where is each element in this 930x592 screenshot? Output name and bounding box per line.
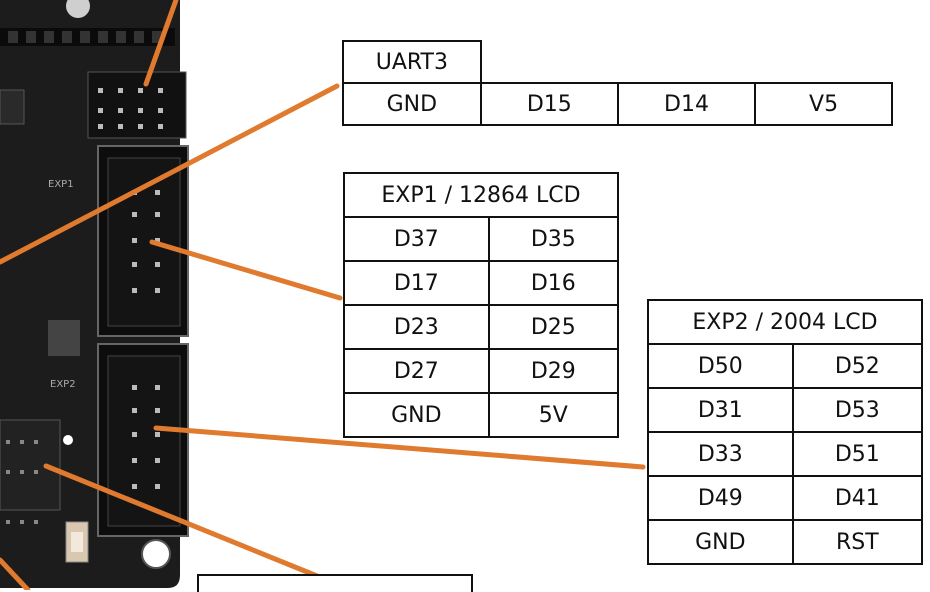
i2c-pin-table	[197, 574, 473, 592]
uart3-pin-cell: GND	[342, 82, 482, 126]
exp1-pin-cell: GND	[343, 392, 490, 438]
exp1-pin-table: EXP1 / 12864 LCD D37 D35 D17 D16 D23 D25…	[343, 172, 620, 438]
exp1-pin-cell: D27	[343, 348, 490, 394]
exp1-silkscreen-label: EXP1	[48, 179, 74, 190]
table-row: D17 D16	[343, 260, 620, 306]
exp2-pin-cell: D31	[647, 387, 794, 433]
exp2-pin-cell: D51	[791, 431, 924, 477]
exp2-pin-table: EXP2 / 2004 LCD D50 D52 D31 D53 D33 D51 …	[647, 299, 924, 565]
controller-board-image: EXP1 EXP2	[0, 0, 190, 590]
exp1-pin-cell: D37	[343, 216, 490, 262]
i2c-title	[197, 574, 473, 592]
exp2-title: EXP2 / 2004 LCD	[647, 299, 923, 345]
table-row: GND D15 D14 V5	[342, 82, 893, 126]
table-row: D31 D53	[647, 387, 924, 433]
table-row: D23 D25	[343, 304, 620, 350]
table-row: D49 D41	[647, 475, 924, 521]
uart3-pin-cell: D15	[479, 82, 619, 126]
exp1-pin-cell: D16	[487, 260, 620, 306]
uart3-header-spacer	[755, 41, 892, 84]
exp2-pin-cell: D52	[791, 343, 924, 389]
uart3-title: UART3	[342, 40, 482, 84]
exp1-pin-cell: 5V	[487, 392, 620, 438]
exp2-pin-cell: D53	[791, 387, 924, 433]
uart3-pin-table: UART3 GND D15 D14 V5	[342, 40, 893, 126]
exp1-pin-cell: D29	[487, 348, 620, 394]
exp1-title: EXP1 / 12864 LCD	[343, 172, 619, 218]
exp1-pin-cell: D25	[487, 304, 620, 350]
exp1-pin-cell: D23	[343, 304, 490, 350]
table-row: D50 D52	[647, 343, 924, 389]
table-row: GND RST	[647, 519, 924, 565]
exp2-pin-cell: GND	[647, 519, 794, 565]
table-row: D27 D29	[343, 348, 620, 394]
exp1-pin-cell: D17	[343, 260, 490, 306]
table-row: D33 D51	[647, 431, 924, 477]
exp2-pin-cell: D50	[647, 343, 794, 389]
exp2-pin-cell: D41	[791, 475, 924, 521]
uart3-pin-cell: V5	[754, 82, 893, 126]
exp1-pin-cell: D35	[487, 216, 620, 262]
exp2-silkscreen-label: EXP2	[50, 379, 76, 390]
exp2-pin-cell: D33	[647, 431, 794, 477]
table-row: D37 D35	[343, 216, 620, 262]
exp2-pin-cell: RST	[791, 519, 924, 565]
table-row: GND 5V	[343, 392, 620, 438]
exp2-pin-cell: D49	[647, 475, 794, 521]
uart3-pin-cell: D14	[616, 82, 757, 126]
uart3-header-spacer	[480, 41, 618, 84]
uart3-header-spacer	[617, 41, 756, 84]
